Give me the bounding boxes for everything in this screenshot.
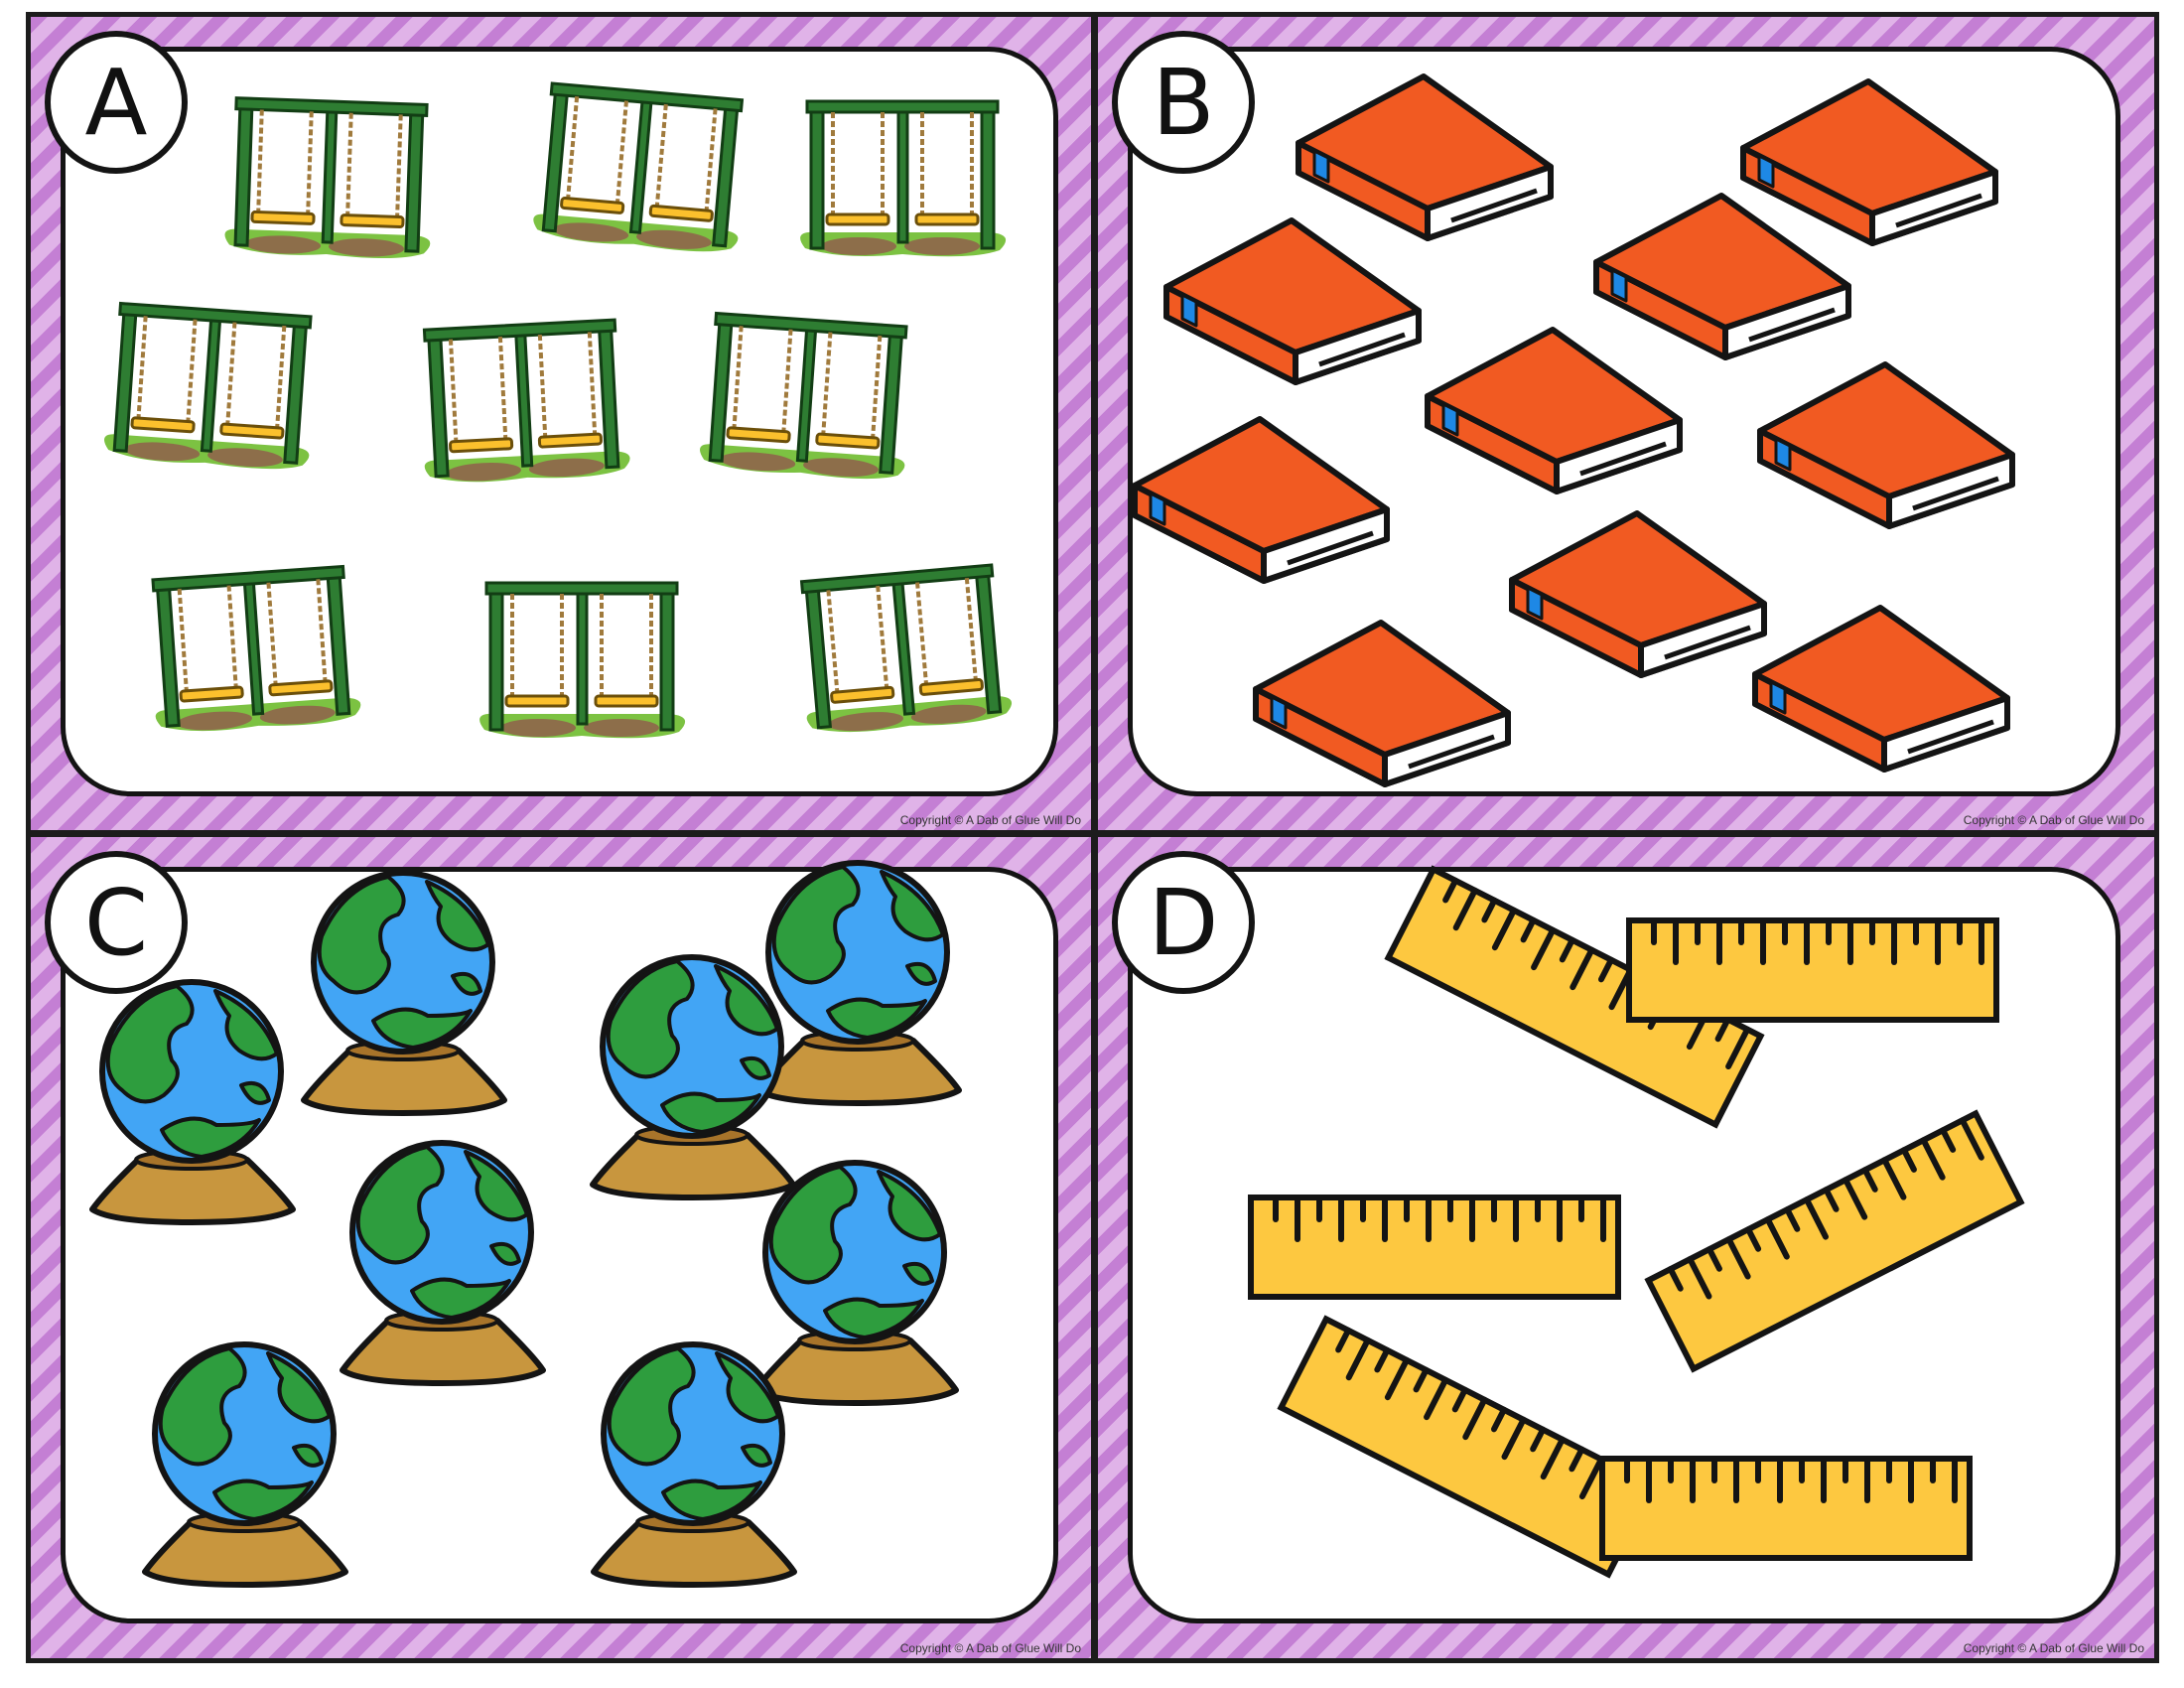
book-icon bbox=[1256, 623, 1508, 784]
globe-icon bbox=[92, 982, 293, 1222]
globe-icon bbox=[758, 863, 959, 1103]
card-c-copyright: Copyright © A Dab of Glue Will Do bbox=[899, 1641, 1081, 1655]
globe-icon bbox=[594, 1344, 794, 1585]
task-card-sheet: A Copyright © A Dab of Glue Will Do B Co… bbox=[26, 12, 2159, 1663]
card-b[interactable]: B Copyright © A Dab of Glue Will Do bbox=[1098, 17, 2154, 830]
book-icon bbox=[1512, 513, 1764, 675]
globe-icon bbox=[755, 1163, 956, 1403]
swing-set-icon bbox=[418, 320, 631, 486]
globe-icon bbox=[593, 957, 793, 1197]
card-c-items bbox=[31, 837, 1091, 1658]
card-b-copyright: Copyright © A Dab of Glue Will Do bbox=[1963, 813, 2144, 827]
globe-icon bbox=[342, 1143, 543, 1383]
ruler-icon bbox=[1602, 1459, 1970, 1558]
card-d-copyright: Copyright © A Dab of Glue Will Do bbox=[1963, 1641, 2144, 1655]
card-a-copyright: Copyright © A Dab of Glue Will Do bbox=[899, 813, 1081, 827]
swing-set-icon bbox=[478, 581, 688, 741]
card-a-letter-badge: A bbox=[45, 31, 188, 174]
book-icon bbox=[1298, 76, 1551, 238]
ruler-icon bbox=[1648, 1113, 2020, 1368]
card-a-items bbox=[100, 80, 1016, 741]
swing-set-icon bbox=[529, 80, 752, 258]
book-icon bbox=[1166, 220, 1419, 382]
globe-icon bbox=[145, 1344, 345, 1585]
card-d-letter-badge: D bbox=[1112, 851, 1255, 994]
ruler-icon bbox=[1251, 1197, 1618, 1297]
card-a[interactable]: A Copyright © A Dab of Glue Will Do bbox=[31, 17, 1091, 830]
card-d-items bbox=[1098, 837, 2154, 1658]
swing-set-icon bbox=[224, 97, 435, 259]
book-icon bbox=[1760, 364, 2012, 526]
swing-set-icon bbox=[792, 562, 1016, 739]
book-icon bbox=[1135, 419, 1387, 581]
globe-icon bbox=[304, 873, 504, 1113]
card-c-letter-badge: C bbox=[45, 851, 188, 994]
swing-set-icon bbox=[798, 99, 1009, 259]
swing-set-icon bbox=[696, 311, 917, 485]
book-icon bbox=[1743, 81, 1995, 243]
card-d[interactable]: D Copyright © A Dab of Glue Will Do bbox=[1098, 837, 2154, 1658]
book-icon bbox=[1755, 608, 2007, 770]
card-b-letter-badge: B bbox=[1112, 31, 1255, 174]
swing-set-icon bbox=[144, 563, 364, 738]
card-b-items bbox=[1098, 17, 2154, 830]
ruler-icon bbox=[1281, 1319, 1653, 1574]
book-icon bbox=[1428, 330, 1680, 492]
swing-set-icon bbox=[100, 301, 322, 475]
card-c[interactable]: C Copyright © A Dab of Glue Will Do bbox=[31, 837, 1091, 1658]
ruler-icon bbox=[1629, 920, 1996, 1020]
book-icon bbox=[1596, 196, 1848, 357]
